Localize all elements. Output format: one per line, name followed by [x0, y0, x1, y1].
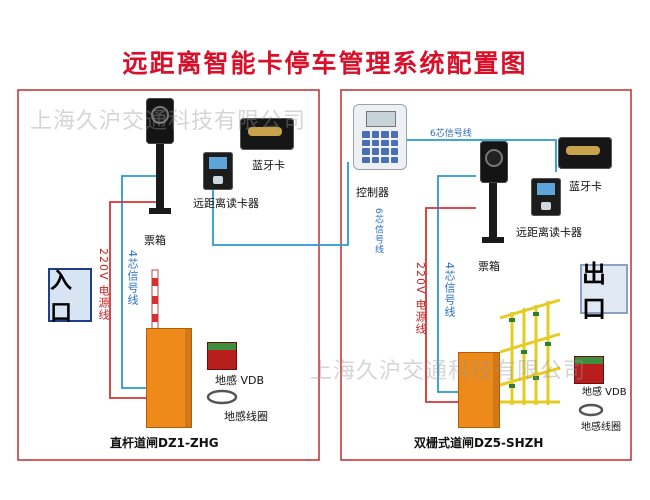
controller-to-entry-cable-label: 6芯信号线 [373, 208, 383, 255]
entry-loop-coil-label: 地感线圈 [224, 410, 268, 423]
entry-sign: 入口 [48, 268, 92, 326]
diagram-title: 远距离智能卡停车管理系统配置图 [122, 49, 528, 78]
entry-ticket-box-icon [146, 98, 174, 144]
entry-loop-coil-icon [206, 389, 238, 405]
exit-card-icon [558, 137, 612, 169]
entry-ticket-box-base [149, 208, 171, 214]
entry-signal-wire [121, 175, 160, 389]
exit-power-cable-label: 220V 电源线 [414, 262, 427, 336]
exit-loop-coil-icon [578, 403, 604, 417]
entry-card-label: 蓝牙卡 [252, 159, 285, 172]
exit-barrier-cabinet-icon [458, 352, 500, 428]
exit-power-wire [425, 207, 476, 403]
exit-loop-coil-label: 地感线圈 [581, 422, 621, 433]
exit-ticket-box-base [482, 237, 504, 243]
entry-barrier-arm [151, 269, 159, 333]
exit-signal-cable-label: 4芯信号线 [443, 262, 456, 318]
watermark-top: 上海久沪交通科技有限公司 [30, 109, 307, 134]
exit-ticket-box-label: 票箱 [478, 260, 500, 273]
exit-card-label: 蓝牙卡 [569, 180, 602, 193]
controller-to-exit-wire [402, 139, 557, 172]
exit-signal-wire [437, 175, 476, 393]
entry-loop-detector-icon [207, 342, 237, 370]
entry-barrier-label: 直杆道闸DZ1-ZHG [110, 436, 219, 450]
entry-loop-detector-label: 地感 VDB [215, 374, 265, 387]
entry-signal-cable-label: 4芯信号线 [126, 250, 139, 306]
watermark-bottom: 上海久沪交通科技有限公司 [310, 359, 587, 384]
exit-zone-frame [340, 89, 632, 461]
exit-fence-accents [509, 312, 551, 388]
entry-power-cable-label: 220V 电源线 [97, 248, 110, 322]
entry-reader-label: 远距离读卡器 [193, 197, 259, 210]
exit-reader-label: 远距离读卡器 [516, 226, 582, 239]
controller-label: 控制器 [356, 186, 389, 199]
exit-ticket-box-icon [480, 141, 508, 183]
entry-ticket-box-label: 票箱 [144, 234, 166, 247]
entry-ticket-box-post [156, 144, 164, 210]
controller-to-exit-cable-label: 6芯信号线 [430, 129, 472, 139]
exit-ticket-box-post [489, 183, 497, 239]
exit-fence-barrier [499, 298, 561, 405]
entry-barrier-cabinet-icon [146, 328, 192, 428]
exit-barrier-label: 双栅式道闸DZ5-SHZH [414, 436, 544, 450]
controller-icon [353, 104, 407, 170]
entry-power-wire [109, 201, 160, 399]
exit-loop-detector-label: 地感 VDB [582, 387, 627, 398]
entry-zone-frame [17, 89, 320, 461]
exit-loop-detector-icon [574, 356, 604, 384]
controller-to-entry-wire [212, 162, 349, 246]
entry-card-icon [240, 118, 294, 150]
exit-reader-icon [531, 178, 561, 216]
exit-sign: 出口 [580, 260, 628, 323]
entry-reader-icon [203, 152, 233, 190]
